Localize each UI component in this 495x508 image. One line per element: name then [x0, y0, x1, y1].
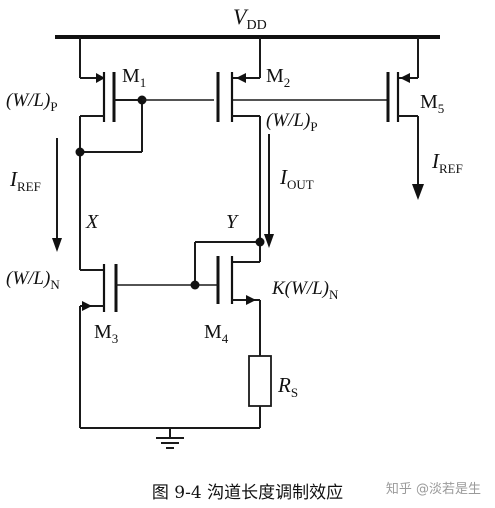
- wl-p-right-label: (W/L)P: [266, 110, 318, 134]
- wl-n-right-label: K(W/L)N: [271, 278, 339, 302]
- watermark: 知乎 @淡若是生: [385, 482, 481, 497]
- m1-label: M1: [122, 65, 146, 90]
- iref-left-label: IREF: [9, 167, 41, 194]
- transistor-m2: [216, 37, 261, 262]
- node-x-label: X: [85, 211, 99, 233]
- vdd-label: VDD: [233, 4, 267, 33]
- m4-label: M4: [204, 321, 229, 346]
- m3-label: M3: [94, 321, 118, 346]
- m1-drain-node: [75, 147, 85, 157]
- figure-caption: 图 9-4 沟道长度调制效应: [151, 483, 344, 503]
- wl-n-left-label: (W/L)N: [6, 268, 60, 292]
- iref-right-label: IREF: [431, 149, 463, 176]
- wl-p-left-label: (W/L)P: [6, 90, 58, 114]
- ground-icon: [156, 428, 184, 449]
- node-y-dot: [255, 237, 265, 247]
- transistor-m3: [79, 264, 118, 428]
- transistor-m1: [79, 37, 143, 270]
- m2-label: M2: [266, 65, 290, 90]
- transistor-m5: [386, 37, 419, 140]
- rs-label: RS: [277, 373, 298, 400]
- circuit-diagram: VDD: [6, 4, 463, 449]
- node-y-label: Y: [226, 211, 239, 233]
- transistor-m4: [216, 256, 261, 356]
- resistor-rs: [248, 355, 272, 407]
- iout-label: IOUT: [279, 165, 314, 192]
- nmos-gate-node: [190, 280, 200, 290]
- m5-label: M5: [420, 91, 444, 116]
